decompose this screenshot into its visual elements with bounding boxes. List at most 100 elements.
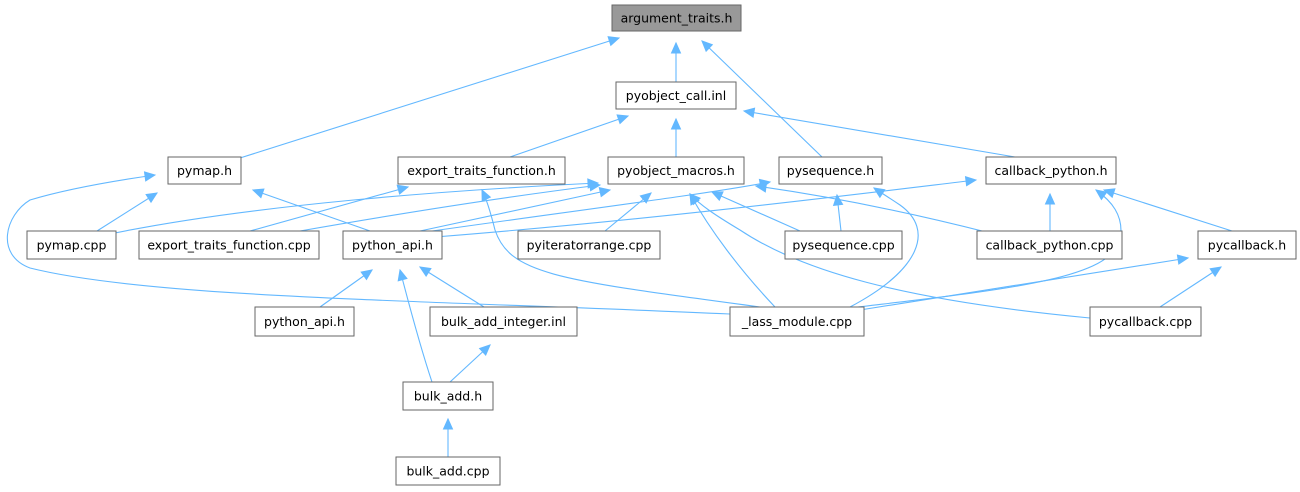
node-box <box>729 306 865 337</box>
edge-line <box>399 269 433 383</box>
arrow-head <box>1095 189 1108 201</box>
edge-bulk_add_integer_inl-to-python_api_h_mid <box>418 266 485 308</box>
node-box <box>395 456 501 486</box>
node-box <box>167 156 242 185</box>
edge-line <box>249 186 409 232</box>
arrow-head <box>616 114 630 125</box>
node-box <box>615 81 737 110</box>
arrow-head <box>442 417 454 430</box>
edge-pyiteratorrange_cpp-to-pyobject_macros_h <box>604 192 652 232</box>
edge-line <box>1103 189 1233 232</box>
node-pyobject-macros-h[interactable]: pyobject_macros.h <box>607 156 745 185</box>
node-pymap-h[interactable]: pymap.h <box>167 156 242 185</box>
edge-export_traits_function_cpp-to-pyobject_macros_h <box>299 181 602 232</box>
node-argument-traits-h[interactable]: argument_traits.h <box>611 4 742 32</box>
edge-pyobject_macros_h-to-pyobject_call_inl <box>670 117 682 157</box>
edge-line <box>509 115 629 158</box>
node-label: _lass_module.cpp <box>741 314 852 329</box>
edge-line <box>239 37 620 159</box>
edge-line <box>711 191 801 232</box>
arrow-head <box>742 107 756 118</box>
edge-python_api_h_mid-to-pysequence_h <box>424 178 772 233</box>
arrow-head <box>478 344 491 357</box>
node-box <box>254 306 355 337</box>
arrow-head <box>1176 254 1190 265</box>
edge-callback_python_cpp-to-pyobject_macros_h <box>754 182 991 234</box>
arrow-head <box>701 40 714 53</box>
arrow-head <box>670 117 682 130</box>
edge-pycallback_h-to-callback_python_h <box>1102 188 1233 232</box>
node-pycallback-cpp[interactable]: pycallback.cpp <box>1089 306 1202 337</box>
edge-pycallback_cpp-to-pycallback_h <box>1159 266 1223 308</box>
arrow-head <box>396 184 410 195</box>
node-python-api-h-low[interactable]: python_api.h <box>254 306 355 337</box>
edge-bulk_add_cpp-to-bulk_add_h <box>442 417 454 457</box>
edge-lass_module_cpp-to-pysequence_h <box>849 187 919 308</box>
arrow-head <box>964 175 978 187</box>
node-box <box>517 230 661 260</box>
node-label: pymap.h <box>177 163 232 178</box>
edge-line <box>1159 266 1222 308</box>
arrow-head <box>1209 266 1223 278</box>
node-pycallback-h[interactable]: pycallback.h <box>1197 230 1297 260</box>
arrow-head <box>758 178 772 190</box>
node-bulk-add-integer-inl[interactable]: bulk_add_integer.inl <box>429 306 578 337</box>
node-callback-python-cpp[interactable]: callback_python.cpp <box>976 230 1123 260</box>
node-bulk-add-cpp[interactable]: bulk_add.cpp <box>395 456 501 486</box>
edge-python_api_h_mid-to-callback_python_h <box>434 175 978 238</box>
node-label: pycallback.cpp <box>1099 314 1192 329</box>
edge-line <box>859 257 1189 311</box>
node-label: pymap.cpp <box>37 238 107 253</box>
node-box <box>138 230 320 260</box>
node-box <box>611 4 742 32</box>
node-box <box>784 230 903 260</box>
edge-line <box>299 184 601 232</box>
node-label: callback_python.h <box>994 163 1107 178</box>
arrow-head <box>689 193 702 206</box>
node-box <box>402 381 494 411</box>
node-lass-module-cpp[interactable]: _lass_module.cpp <box>729 306 865 337</box>
node-pyobject-call-inl[interactable]: pyobject_call.inl <box>615 81 737 110</box>
node-pyiteratorrange-cpp[interactable]: pyiteratorrange.cpp <box>517 230 661 260</box>
edge-pysequence_cpp-to-pyobject_macros_h <box>710 191 801 232</box>
edge-python_api_h_mid-to-pymap_h <box>251 188 371 232</box>
edge-line <box>419 266 485 308</box>
edge-line <box>6 174 731 315</box>
node-callback-python-h[interactable]: callback_python.h <box>985 156 1117 185</box>
node-python-api-h-mid[interactable]: python_api.h <box>342 230 443 260</box>
edge-lass_module_cpp-to-pymap_h <box>6 171 731 315</box>
edge-export_traits_function_h-to-pyobject_call_inl <box>509 114 630 158</box>
node-box <box>778 156 883 185</box>
node-export-traits-function-h[interactable]: export_traits_function.h <box>397 156 566 185</box>
arrow-head <box>418 266 432 278</box>
node-pysequence-h[interactable]: pysequence.h <box>778 156 883 185</box>
arrow-head <box>481 188 492 202</box>
arrow-head <box>145 192 159 204</box>
node-label: export_traits_function.cpp <box>147 238 310 253</box>
node-label: pycallback.h <box>1208 238 1286 253</box>
edge-line <box>701 40 823 158</box>
edge-pymap_h-to-argument_traits_h <box>239 36 621 159</box>
edge-pysequence_h-to-argument_traits_h <box>701 40 823 158</box>
node-bulk-add-h[interactable]: bulk_add.h <box>402 381 494 411</box>
node-box <box>607 156 745 185</box>
arrow-head <box>1044 192 1056 205</box>
node-box <box>342 230 443 260</box>
edge-line <box>481 189 761 308</box>
node-label: callback_python.cpp <box>986 238 1114 253</box>
edge-line <box>419 189 611 232</box>
node-box <box>26 230 117 260</box>
node-pymap-cpp[interactable]: pymap.cpp <box>26 230 117 260</box>
edge-callback_python_h-to-pyobject_call_inl <box>742 107 1016 158</box>
edge-line <box>689 193 776 308</box>
edge-line <box>755 185 991 234</box>
edge-lass_module_cpp-to-pycallback_h <box>859 254 1190 311</box>
edge-line <box>96 192 158 232</box>
arrow-head <box>710 191 724 202</box>
node-label: pysequence.h <box>787 163 874 178</box>
node-label: argument_traits.h <box>621 11 733 26</box>
arrow-head <box>872 187 886 199</box>
node-pysequence-cpp[interactable]: pysequence.cpp <box>784 230 903 260</box>
node-export-traits-function-cpp[interactable]: export_traits_function.cpp <box>138 230 320 260</box>
